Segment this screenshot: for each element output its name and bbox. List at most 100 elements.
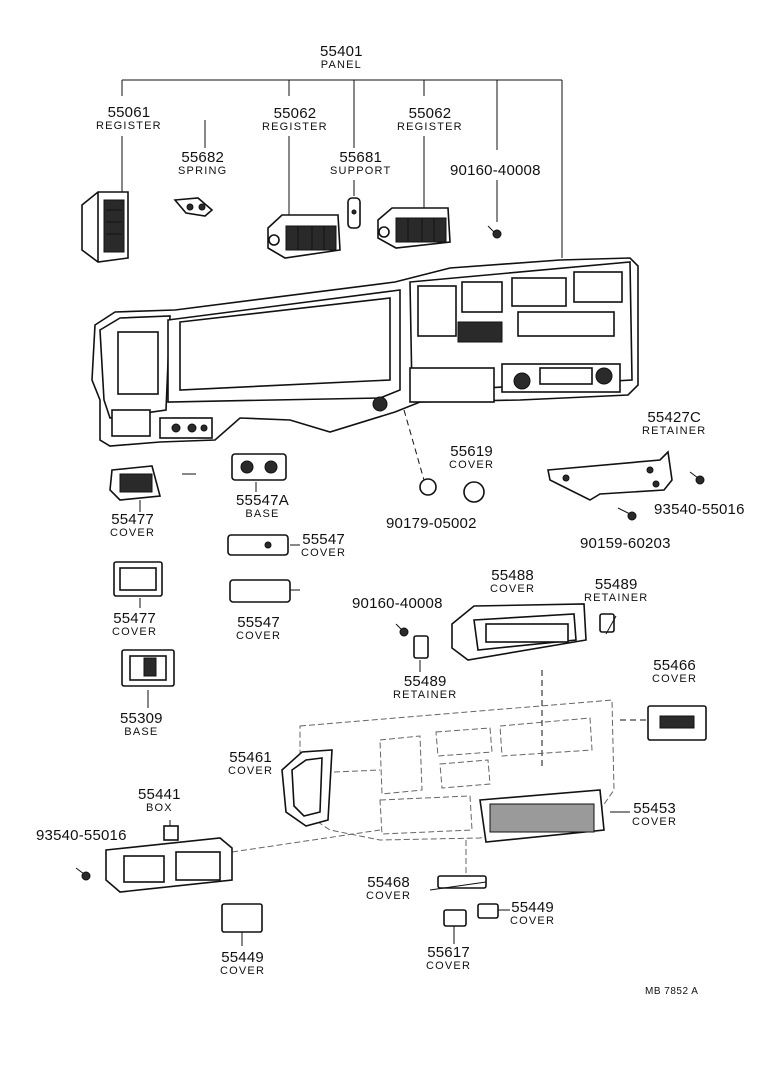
part-name: SUPPORT bbox=[330, 165, 392, 177]
cover-55477-a bbox=[109, 465, 162, 501]
part-name: RETAINER bbox=[584, 592, 649, 604]
part-name: COVER bbox=[301, 547, 347, 559]
part-name: BASE bbox=[124, 726, 159, 738]
part-number: 55489 bbox=[403, 673, 447, 690]
part-number: 55547A bbox=[236, 492, 289, 509]
part-name: COVER bbox=[110, 527, 156, 539]
label-cover-55461: 55461 COVER bbox=[228, 750, 273, 777]
label-register-55061: 55061 REGISTER bbox=[96, 105, 162, 132]
panel-leader-lines bbox=[121, 79, 563, 258]
part-number: 55466 bbox=[653, 657, 696, 674]
label-retainer-55489-a: 55489 RETAINER bbox=[393, 674, 457, 701]
part-number: 55061 bbox=[107, 104, 151, 121]
cover-55547-b bbox=[229, 579, 291, 603]
instrument-panel-55401 bbox=[91, 257, 639, 447]
cover-55461 bbox=[281, 749, 333, 827]
part-number: 90159-60203 bbox=[580, 535, 671, 552]
part-number: 55427C bbox=[647, 409, 702, 426]
part-name: COVER bbox=[366, 890, 412, 902]
part-number: 55489 bbox=[594, 576, 638, 593]
label-base-55309: 55309 BASE bbox=[120, 711, 163, 738]
part-number: 55062 bbox=[273, 105, 317, 122]
label-register-55062-a: 55062 REGISTER bbox=[262, 106, 328, 133]
retainer-55489-a bbox=[413, 635, 429, 659]
part-name: COVER bbox=[652, 673, 698, 685]
part-number: 55309 bbox=[120, 710, 163, 727]
screw-90160-mid bbox=[395, 623, 409, 637]
part-name: COVER bbox=[426, 960, 472, 972]
part-number: 55681 bbox=[339, 149, 383, 166]
screw-93540-left bbox=[75, 867, 91, 881]
part-name: COVER bbox=[632, 816, 678, 828]
leader-55441 bbox=[231, 829, 381, 853]
label-cover-55468: 55468 COVER bbox=[366, 875, 411, 902]
part-name: PANEL bbox=[320, 59, 362, 71]
cover-55488 bbox=[451, 603, 587, 661]
register-55061 bbox=[81, 191, 129, 263]
part-name: BASE bbox=[245, 508, 280, 520]
part-number: 55468 bbox=[367, 874, 410, 891]
label-support: 55681 SUPPORT bbox=[330, 150, 391, 177]
part-name: COVER bbox=[220, 965, 266, 977]
label-cover-55477-b: 55477 COVER bbox=[112, 611, 157, 638]
part-number: 55453 bbox=[633, 800, 676, 817]
cover-55453 bbox=[479, 789, 605, 843]
part-number: 55441 bbox=[138, 786, 181, 803]
cover-55477-b bbox=[113, 561, 163, 597]
part-number: 55488 bbox=[491, 567, 534, 584]
part-number: 55617 bbox=[427, 944, 470, 961]
register-55062-b bbox=[377, 207, 451, 249]
drawing-reference: MB 7852 A bbox=[645, 986, 699, 997]
label-cover-55449-left: 55449 COVER bbox=[220, 950, 265, 977]
part-number: 90160-40008 bbox=[450, 162, 541, 179]
part-number: 93540-55016 bbox=[36, 827, 127, 844]
part-number: 90179-05002 bbox=[386, 515, 477, 532]
part-name: RETAINER bbox=[642, 425, 707, 437]
bolt-90159 bbox=[617, 507, 637, 521]
label-screw-top: 90160-40008 bbox=[450, 163, 541, 178]
base-55547a bbox=[231, 453, 287, 481]
label-screw-mid: 90160-40008 bbox=[352, 596, 443, 611]
support-55681 bbox=[347, 197, 361, 229]
part-name: COVER bbox=[490, 583, 536, 595]
label-cover-55617: 55617 COVER bbox=[426, 945, 471, 972]
label-cover-55466: 55466 COVER bbox=[652, 658, 697, 685]
part-name: COVER bbox=[236, 630, 282, 642]
part-name: BOX bbox=[145, 802, 173, 814]
part-number: 93540-55016 bbox=[654, 501, 745, 518]
label-spring: 55682 SPRING bbox=[178, 150, 227, 177]
spring-55682 bbox=[173, 197, 214, 217]
part-number: 55682 bbox=[181, 149, 225, 166]
part-number: 55449 bbox=[511, 899, 554, 916]
label-bolt-90159: 90159-60203 bbox=[580, 536, 671, 551]
screw-93540-right bbox=[689, 471, 705, 485]
register-55062-a bbox=[267, 214, 341, 259]
label-cover-55547-b: 55547 COVER bbox=[236, 615, 281, 642]
part-number: 55477 bbox=[113, 610, 156, 627]
clip-90179 bbox=[419, 478, 437, 496]
cover-55466 bbox=[647, 705, 707, 741]
label-register-55062-b: 55062 REGISTER bbox=[397, 106, 463, 133]
part-number: 55401 bbox=[320, 43, 363, 60]
part-name: COVER bbox=[510, 915, 556, 927]
cover-55468 bbox=[437, 875, 487, 889]
part-number: 55619 bbox=[450, 443, 493, 460]
base-55309 bbox=[121, 649, 175, 687]
part-name: COVER bbox=[449, 459, 495, 471]
part-number: 55547 bbox=[302, 531, 345, 548]
cover-55547-a bbox=[227, 534, 289, 556]
part-number: 55449 bbox=[221, 949, 264, 966]
part-name: RETAINER bbox=[393, 689, 458, 701]
label-retainer-55489-b: 55489 RETAINER bbox=[584, 577, 648, 604]
box-55441 bbox=[105, 825, 233, 893]
label-screw-right: 93540-55016 bbox=[654, 502, 745, 517]
label-cover-55449-right: 55449 COVER bbox=[510, 900, 555, 927]
label-screw-left: 93540-55016 bbox=[36, 828, 127, 843]
label-cover-55619: 55619 COVER bbox=[449, 444, 494, 471]
label-panel: 55401 PANEL bbox=[320, 44, 363, 71]
part-name: COVER bbox=[228, 765, 274, 777]
part-number: 55062 bbox=[408, 105, 452, 122]
part-number: 55461 bbox=[229, 749, 272, 766]
part-name: REGISTER bbox=[96, 120, 162, 132]
